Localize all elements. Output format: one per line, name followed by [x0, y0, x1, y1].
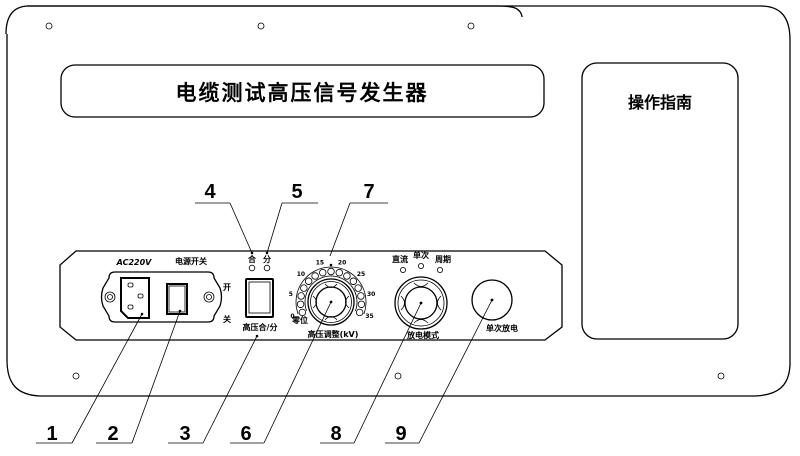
hv-open-indicator-lamp-icon [263, 264, 271, 272]
hv-open-indicator-label: 分 [263, 254, 271, 264]
hv-scale-arc [295, 266, 367, 315]
callout-8: 8 [320, 302, 422, 445]
discharge-mode-lamp-icon [436, 266, 443, 273]
hv-scale-lamp-icon [357, 300, 366, 308]
control-strip [59, 250, 563, 341]
hv-scale-tick-label: 25 [357, 271, 365, 278]
hv-scale-lamp-icon [343, 272, 351, 280]
hv-switch-label: 高压合/分 [243, 322, 278, 332]
hv-scale-lamp-icon [355, 308, 364, 317]
ac-input-label: AC220V [116, 258, 153, 267]
mounting-hole-icon [257, 22, 265, 30]
svg-text:5: 5 [291, 181, 302, 203]
hv-scale-lamp-icon [349, 277, 358, 285]
power-off-label: 关 [223, 314, 231, 324]
svg-text:1: 1 [46, 423, 57, 445]
hv-scale-tick-label: 10 [297, 271, 305, 278]
screw-icon [203, 291, 215, 303]
svg-text:9: 9 [395, 423, 406, 445]
hv-scale-lamp-icon [335, 268, 343, 277]
discharge-mode-label: 放电模式 [406, 330, 439, 340]
hv-scale-tick-label: 20 [338, 260, 346, 267]
title-plate [60, 64, 545, 118]
single-discharge-label: 单次放电 [486, 323, 518, 333]
callout-9: 9 [385, 299, 493, 445]
hv-switch[interactable] [245, 278, 274, 318]
discharge-mode-lamp-icon [399, 266, 406, 273]
hv-scale-lamp-icon [304, 277, 313, 285]
hv-scale-lamp-icon [357, 292, 365, 300]
power-on-label: 开 [223, 283, 231, 292]
panel-border [5, 5, 523, 35]
hv-scale-tick-label: 35 [365, 313, 373, 320]
hv-scale: 0 5 10 15 20 25 30 35 [289, 260, 376, 320]
power-switch[interactable] [166, 283, 188, 315]
panel-title: 电缆测试高压信号发生器 [176, 81, 429, 105]
callout-2: 2 [96, 310, 181, 445]
hv-scale-lamp-icon [296, 300, 305, 308]
svg-text:8: 8 [330, 423, 341, 445]
screw-icon [104, 291, 116, 303]
mounting-hole-icon [717, 372, 725, 380]
mounting-hole-icon [72, 372, 80, 380]
zero-position-label: 零位 [291, 315, 308, 325]
discharge-mode-option-label: 周期 [435, 254, 451, 264]
callout-4: 4 [195, 181, 253, 254]
callout-6: 6 [230, 301, 332, 445]
socket-pin-icon [127, 282, 134, 288]
discharge-mode-lamp-icon [417, 262, 424, 269]
discharge-mode-knob[interactable] [394, 276, 448, 330]
svg-text:2: 2 [107, 423, 118, 445]
callout-3: 3 [168, 335, 258, 445]
callout-7: 7 [329, 181, 388, 257]
hv-scale-lamp-icon [298, 308, 307, 317]
svg-text:4: 4 [204, 181, 216, 203]
callout-5: 5 [266, 181, 318, 254]
callout-1: 1 [36, 313, 143, 445]
guide-title: 操作指南 [628, 93, 692, 112]
hv-scale-marker [329, 263, 333, 267]
hv-scale-lamp-icon [319, 268, 327, 277]
svg-text:7: 7 [363, 181, 374, 203]
hv-close-indicator-lamp-icon [248, 264, 256, 272]
svg-text:3: 3 [179, 423, 190, 445]
socket-pin-icon [127, 304, 134, 310]
svg-text:6: 6 [240, 423, 251, 445]
hv-scale-lamp-icon [297, 292, 305, 300]
discharge-mode-option-label: 直流 [392, 254, 408, 264]
power-module-frame [100, 271, 223, 323]
hv-scale-tick-label: 0 [290, 313, 294, 320]
hv-scale-arc [304, 275, 358, 312]
discharge-mode-options: 直流单次周期 [392, 250, 451, 273]
discharge-mode-option-label: 单次 [413, 250, 429, 260]
hv-close-indicator-label: 合 [247, 254, 257, 264]
mounting-hole-icon [394, 372, 402, 380]
hv-scale-tick-label: 15 [316, 260, 324, 267]
hv-scale-tick-label: 5 [289, 291, 293, 298]
hv-scale-tick-label: 30 [367, 291, 375, 298]
hv-scale-lamp-icon [327, 267, 335, 276]
hv-scale-lamp-icon [300, 284, 308, 292]
hv-scale-lamp-icon [354, 284, 362, 292]
hv-scale-lamp-icon [311, 272, 319, 280]
socket-pin-icon [137, 293, 144, 299]
mounting-hole-icon [45, 22, 53, 30]
hv-knob-label: 高压调整(kV) [308, 329, 359, 339]
mounting-hole-icon [467, 22, 475, 30]
panel-border-right [6, 5, 791, 397]
mounting-holes [45, 22, 725, 380]
ac-power-socket[interactable] [120, 277, 150, 319]
power-switch-label: 电源开关 [175, 256, 207, 266]
guide-plate [581, 62, 739, 340]
